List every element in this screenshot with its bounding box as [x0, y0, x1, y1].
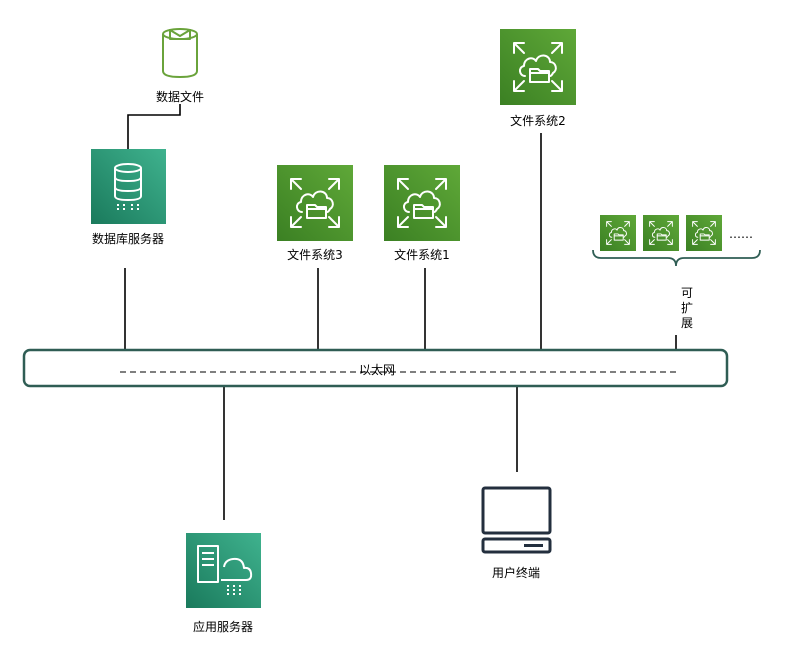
file-system-3-label: 文件系统3: [287, 247, 343, 262]
ethernet-label: 以太网: [359, 362, 395, 377]
file-system-1-label: 文件系统1: [394, 247, 450, 262]
scalable-file-systems-group: ……: [592, 215, 761, 267]
ethernet-bus: [22, 348, 729, 388]
file-system-2-node: [500, 29, 576, 105]
file-system-1-node: [384, 165, 460, 241]
data-file-label: 数据文件: [156, 89, 204, 104]
scalable-label-1: 可: [681, 286, 693, 300]
file-system-2-label: 文件系统2: [510, 113, 566, 128]
efs-file-system-icon: [643, 215, 679, 251]
efs-file-system-icon: [500, 29, 576, 105]
efs-file-system-icon: [277, 165, 353, 241]
scalable-label-3: 展: [681, 316, 693, 330]
data-file-icon: [162, 28, 198, 78]
line-db-to-datafile: [127, 104, 181, 149]
scalable-label-2: 扩: [681, 301, 693, 315]
scalable-brace: [592, 249, 761, 267]
app-server-node: [186, 533, 261, 608]
database-icon: [91, 149, 166, 224]
app-server-label: 应用服务器: [193, 619, 253, 634]
ellipsis-label: ……: [729, 227, 753, 241]
file-system-3-node: [277, 165, 353, 241]
desktop-terminal-icon: [481, 486, 552, 554]
database-server-node: [91, 149, 166, 224]
efs-file-system-icon: [384, 165, 460, 241]
database-server-label: 数据库服务器: [92, 231, 164, 246]
user-terminal-label: 用户终端: [492, 565, 540, 580]
efs-file-system-icon: [600, 215, 636, 251]
efs-file-system-icon: [686, 215, 722, 251]
